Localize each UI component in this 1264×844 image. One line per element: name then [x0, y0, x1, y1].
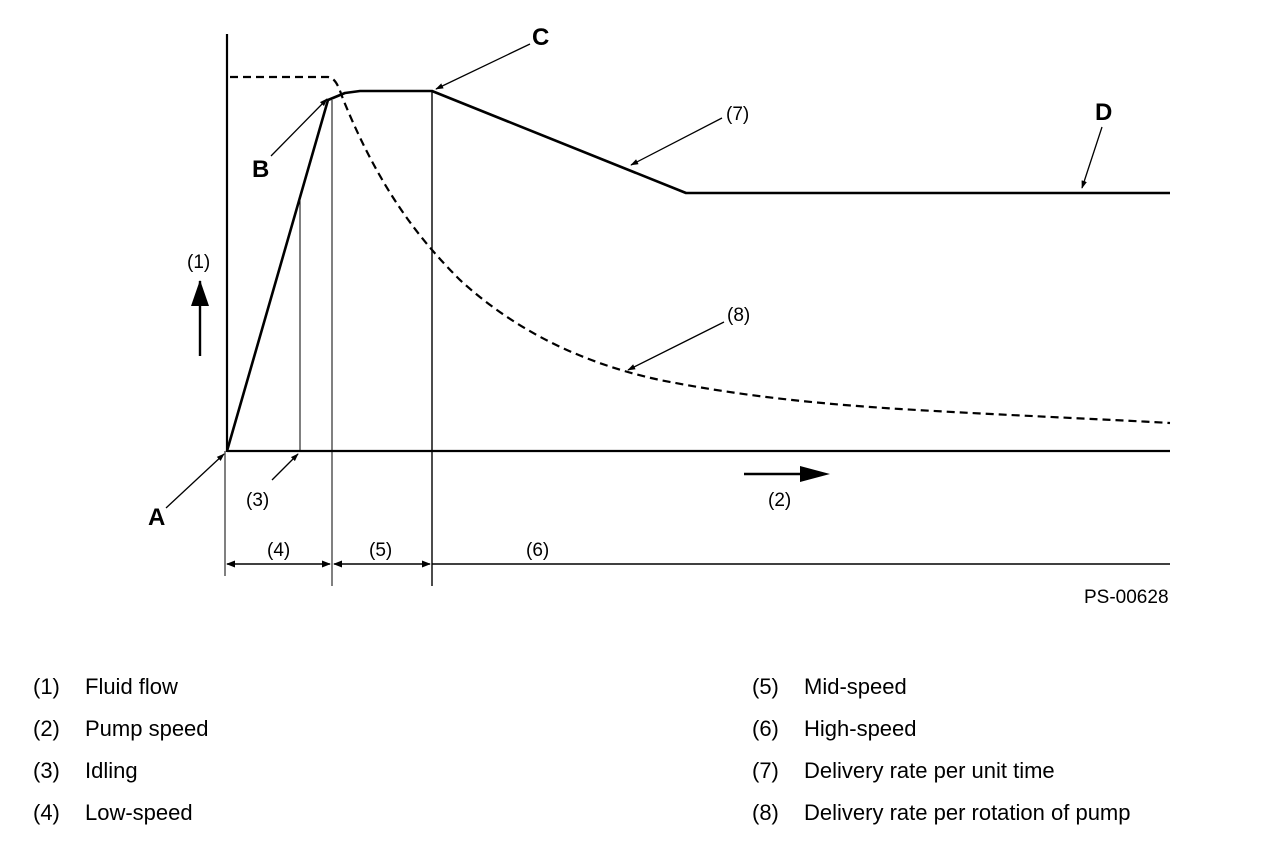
legend-item-low-speed: (4) Low-speed	[33, 792, 209, 834]
legend-text: Low-speed	[85, 800, 193, 825]
legend-item-delivery-rotation: (8) Delivery rate per rotation of pump	[752, 792, 1131, 834]
callout-low-speed: (4)	[267, 540, 290, 561]
legend-number: (3)	[33, 758, 60, 783]
point-label-c: C	[532, 24, 549, 51]
legend-text: Fluid flow	[85, 674, 178, 699]
delivery-rate-per-rotation-curve	[230, 75, 1171, 425]
legend-text: High-speed	[804, 716, 917, 741]
legend-text: Idling	[85, 758, 138, 783]
legend-item-delivery-unit-time: (7) Delivery rate per unit time	[752, 750, 1131, 792]
legend-item-mid-speed: (5) Mid-speed	[752, 666, 1131, 708]
point-label-b: B	[252, 156, 269, 183]
legend-number: (2)	[33, 716, 60, 741]
legend-text: Pump speed	[85, 716, 209, 741]
leader-arrow-a	[165, 453, 225, 509]
point-label-a: A	[148, 504, 165, 531]
leader-arrow-3	[271, 453, 299, 481]
legend-number: (7)	[752, 758, 779, 783]
pump-characteristic-diagram: A B C D (1) (2) (3) (4) (5) (6) (7) (8) …	[148, 24, 1171, 608]
fluid-flow-arrowhead	[191, 280, 209, 306]
legend-number: (5)	[752, 674, 779, 699]
callout-delivery-unit-time: (7)	[726, 104, 749, 125]
callout-idling: (3)	[246, 490, 269, 511]
legend-number: (6)	[752, 716, 779, 741]
legend-right-column: (5) Mid-speed (6) High-speed (7) Deliver…	[752, 666, 1131, 834]
legend-text: Delivery rate per rotation of pump	[804, 800, 1131, 825]
legend-number: (8)	[752, 800, 779, 825]
callout-fluid-flow: (1)	[187, 252, 210, 273]
legend-item-fluid-flow: (1) Fluid flow	[33, 666, 209, 708]
callout-delivery-rotation: (8)	[727, 305, 750, 326]
legend-item-pump-speed: (2) Pump speed	[33, 708, 209, 750]
legend-left-column: (1) Fluid flow (2) Pump speed (3) Idling…	[33, 666, 209, 834]
legend-number: (4)	[33, 800, 60, 825]
legend-text: Delivery rate per unit time	[804, 758, 1055, 783]
leader-arrow-b	[270, 98, 328, 157]
legend-item-idling: (3) Idling	[33, 750, 209, 792]
legend-number: (1)	[33, 674, 60, 699]
legend-item-high-speed: (6) High-speed	[752, 708, 1131, 750]
callout-pump-speed: (2)	[768, 490, 791, 511]
point-label-d: D	[1095, 99, 1112, 126]
leader-arrow-8	[627, 321, 725, 371]
callout-mid-speed: (5)	[369, 540, 392, 561]
legend-text: Mid-speed	[804, 674, 907, 699]
leader-arrow-7	[630, 117, 723, 166]
callout-high-speed: (6)	[526, 540, 549, 561]
pump-speed-arrowhead	[800, 466, 830, 482]
delivery-rate-per-unit-time-curve	[225, 89, 1170, 452]
figure-code: PS-00628	[1084, 587, 1169, 608]
leader-arrow-c	[435, 43, 531, 90]
leader-arrow-d	[1081, 126, 1103, 189]
